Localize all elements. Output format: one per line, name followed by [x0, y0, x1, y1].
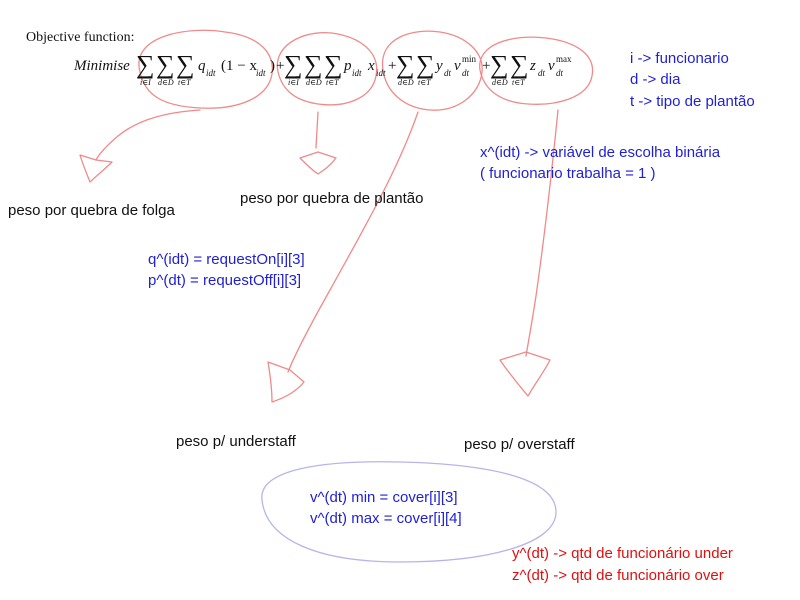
one-minus-x: (1 − x: [221, 58, 257, 74]
label-plantao: peso por quebra de plantão: [240, 190, 424, 207]
v-min-definition: v^(dt) min = cover[i][3]: [310, 489, 458, 506]
label-folga: peso por quebra de folga: [8, 202, 175, 219]
var-x: x: [368, 58, 375, 74]
arrow-head-plantao: [299, 151, 337, 175]
circle-v-defs: [261, 461, 557, 563]
var-z: z: [530, 58, 536, 74]
sum-symbol: ∑: [324, 50, 343, 79]
v-max-definition: v^(dt) max = cover[i][4]: [310, 510, 462, 527]
circle-term-1: [138, 29, 273, 109]
sum-symbol: ∑: [490, 50, 509, 79]
var-v: v: [548, 58, 555, 74]
sup-max: max: [556, 54, 572, 64]
circle-term-4: [479, 36, 594, 105]
circle-term-2: [276, 32, 378, 106]
sub-dt: dt: [556, 68, 564, 78]
arrow-curve-folga: [95, 109, 201, 161]
sum-index: d∈D: [306, 78, 322, 87]
legend-d: d -> dia: [630, 71, 681, 88]
sum-symbol: ∑: [510, 50, 529, 79]
sum-symbol: ∑: [304, 50, 323, 79]
arrow-line-overstaff: [525, 109, 559, 357]
plus-sign: +: [482, 58, 491, 74]
var-y: y: [436, 58, 443, 74]
sub-dt: dt: [444, 68, 452, 78]
sum-symbol: ∑: [416, 50, 435, 79]
arrow-line-understaff: [287, 111, 419, 373]
sum-index: i∈I: [288, 78, 299, 87]
x-definition-line1: x^(idt) -> variável de escolha binária: [480, 144, 721, 161]
sub-dt: dt: [462, 68, 470, 78]
sum-symbol: ∑: [396, 50, 415, 79]
sup-min: min: [462, 54, 477, 64]
sum-index: d∈D: [158, 78, 174, 87]
y-definition: y^(dt) -> qtd de funcionário under: [512, 545, 733, 562]
sub-idt: idt: [206, 68, 216, 78]
arrow-stem-plantao: [315, 111, 319, 149]
sum-symbol: ∑: [176, 50, 195, 79]
close-paren: ): [270, 58, 275, 74]
label-overstaff: peso p/ overstaff: [464, 436, 575, 453]
sum-index: t∈T: [418, 78, 431, 87]
sum-index: d∈D: [492, 78, 508, 87]
q-definition: q^(idt) = requestOn[i][3]: [148, 251, 305, 268]
sum-index: t∈T: [178, 78, 191, 87]
legend-t: t -> tipo de plantão: [630, 93, 755, 110]
x-definition-line2: ( funcionario trabalha = 1 ): [480, 165, 656, 182]
objective-title: Objective function:: [26, 30, 135, 45]
plus-sign: +: [388, 58, 397, 74]
sub-idt: idt: [376, 68, 386, 78]
legend-i: i -> funcionario: [630, 50, 729, 67]
sub-idt: idt: [256, 68, 266, 78]
plus-sign: +: [276, 58, 285, 74]
arrow-head-overstaff: [499, 351, 551, 397]
minimise-word: Minimise: [74, 58, 130, 74]
sum-symbol: ∑: [156, 50, 175, 79]
sum-index: t∈T: [512, 78, 525, 87]
z-definition: z^(dt) -> qtd de funcionário over: [512, 567, 724, 584]
var-v: v: [454, 58, 461, 74]
sum-symbol: ∑: [136, 50, 155, 79]
circle-term-3: [381, 30, 483, 111]
label-understaff: peso p/ understaff: [176, 433, 296, 450]
arrow-head-folga: [79, 154, 113, 183]
var-q: q: [198, 58, 206, 74]
sum-symbol: ∑: [284, 50, 303, 79]
sub-idt: idt: [352, 68, 362, 78]
arrow-head-understaff: [267, 361, 305, 403]
sum-index: i∈I: [140, 78, 151, 87]
var-p: p: [344, 58, 352, 74]
sum-index: d∈D: [398, 78, 414, 87]
sub-dt: dt: [538, 68, 546, 78]
sum-index: t∈T: [326, 78, 339, 87]
p-definition: p^(dt) = requestOff[i][3]: [148, 272, 302, 289]
